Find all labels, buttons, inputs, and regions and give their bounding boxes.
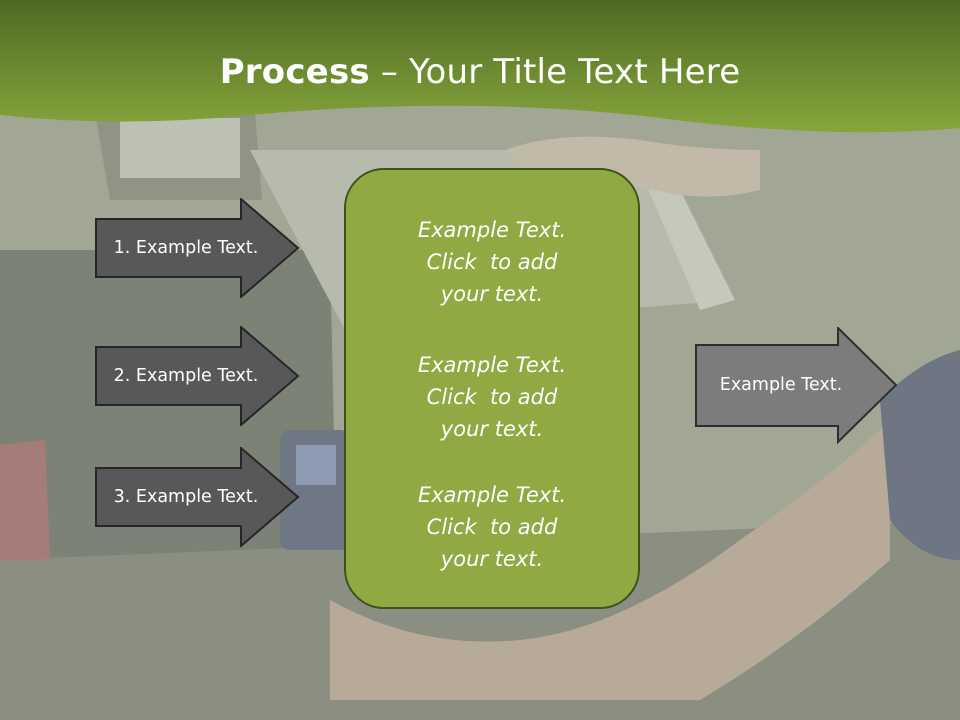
arrow-shape [95,447,300,547]
center-text-box[interactable]: Example Text. Click to add your text. Ex… [344,168,640,609]
text-line: your text. [440,547,544,571]
center-text-block-1: Example Text. Click to add your text. [346,214,638,310]
text-line: your text. [440,417,544,441]
text-line: Click to add [426,515,558,539]
step-arrow-1[interactable]: 1. Example Text. [95,198,300,298]
text-line: Example Text. [417,353,567,377]
text-line: Example Text. [417,483,567,507]
arrow-shape [695,327,898,445]
text-line: Click to add [426,250,558,274]
step-arrow-2[interactable]: 2. Example Text. [95,326,300,426]
step-arrow-3[interactable]: 3. Example Text. [95,447,300,547]
arrow-shape [95,326,300,426]
step-label: 1. Example Text. [113,238,259,258]
text-line: Click to add [426,385,558,409]
step-label: 3. Example Text. [113,487,259,507]
title-rest: – Your Title Text Here [369,52,741,92]
center-text-block-3: Example Text. Click to add your text. [346,479,638,575]
center-text-block-2: Example Text. Click to add your text. [346,349,638,445]
step-label: 2. Example Text. [113,366,259,386]
text-line: Example Text. [417,218,567,242]
result-arrow[interactable]: Example Text. [695,327,900,445]
slide-title[interactable]: Process – Your Title Text Here [0,52,960,92]
title-bold: Process [219,52,370,92]
result-label: Example Text. [719,375,843,395]
text-line: your text. [440,282,544,306]
arrow-shape [95,198,300,298]
